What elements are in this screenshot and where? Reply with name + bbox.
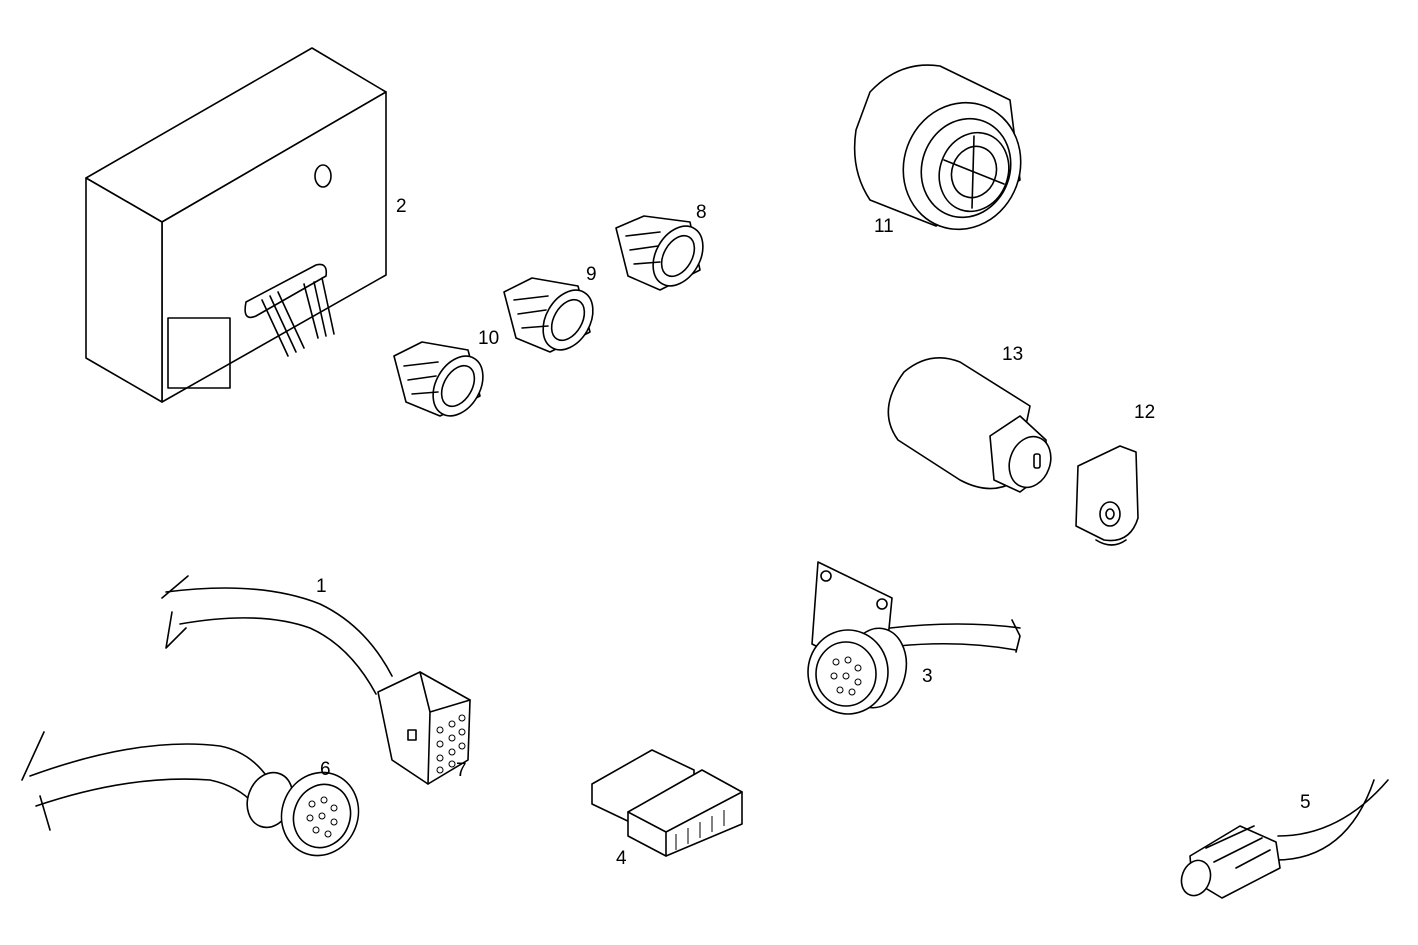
- part-label-3: 3: [922, 666, 933, 687]
- part-label-4: 4: [616, 848, 627, 869]
- part-label-13: 13: [1002, 344, 1023, 365]
- grommet-medium: [503, 277, 594, 353]
- part-label-6: 6: [320, 759, 331, 780]
- sensor-connector: [1180, 779, 1389, 899]
- key: [1075, 445, 1139, 546]
- control-unit: [85, 47, 387, 403]
- buzzer: [853, 64, 1022, 231]
- multi-pin-connector: [377, 671, 471, 785]
- round-connector: [21, 731, 360, 857]
- part-label-12: 12: [1134, 402, 1155, 423]
- part-label-7: 7: [456, 760, 467, 781]
- part-label-10: 10: [478, 328, 499, 349]
- part-label-11: 11: [874, 216, 894, 237]
- part-label-2: 2: [396, 196, 407, 217]
- grommet-small: [393, 341, 484, 417]
- part-label-9: 9: [586, 264, 597, 285]
- panel-socket-pins: [830, 656, 862, 696]
- wiring-harness-1: [161, 575, 393, 695]
- key-switch: [887, 356, 1052, 493]
- connector-pins: [436, 714, 466, 774]
- part-label-8: 8: [696, 202, 707, 223]
- panel-socket: [807, 561, 1021, 715]
- grommet-large: [615, 215, 704, 291]
- connector-block: [591, 749, 743, 857]
- round-connector-pins: [306, 796, 338, 838]
- part-label-5: 5: [1300, 792, 1311, 813]
- part-label-1: 1: [316, 576, 327, 597]
